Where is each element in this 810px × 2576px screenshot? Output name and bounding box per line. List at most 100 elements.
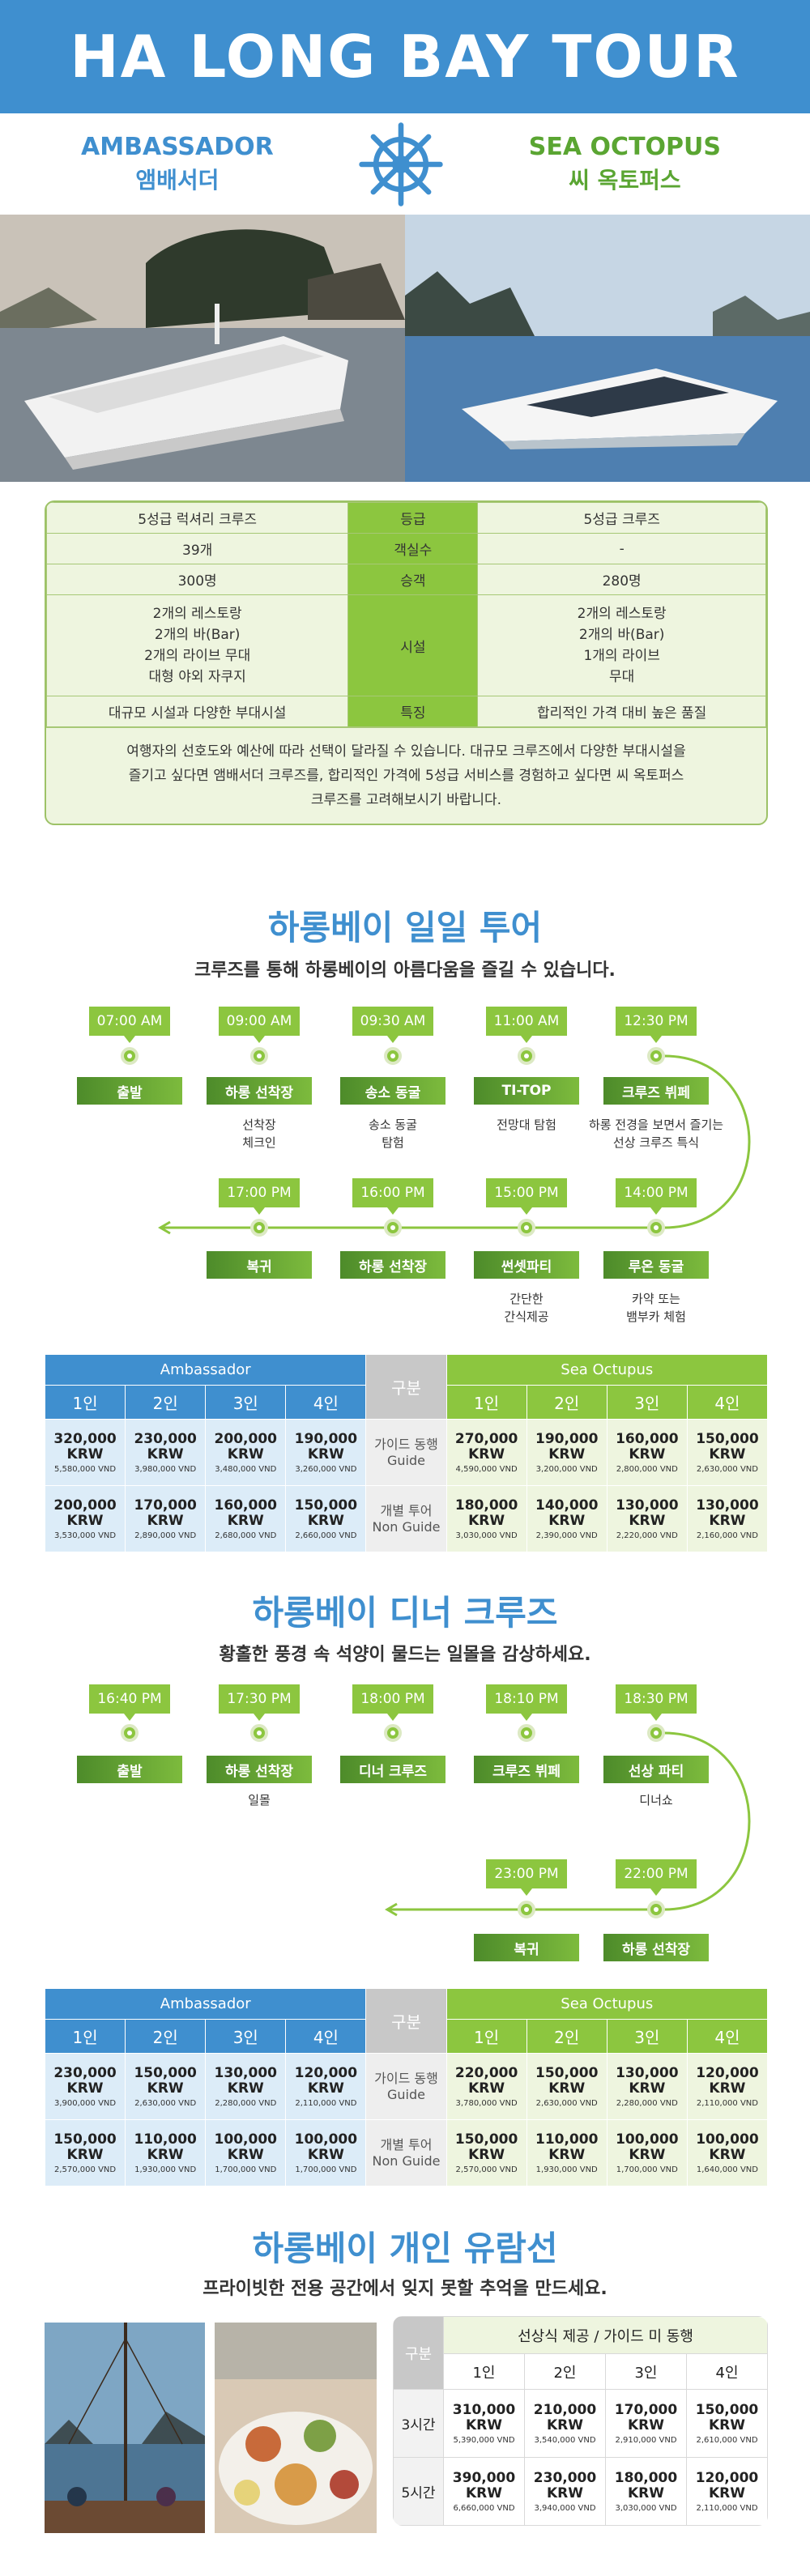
row-type-en: Guide — [387, 2086, 425, 2102]
price-vnd: 3,030,000 VND — [455, 1531, 518, 1540]
timeline-dot — [647, 1219, 665, 1237]
time-tag: 09:00 AM — [219, 1007, 300, 1043]
private-table-header: 선상식 제공 / 가이드 미 동행 — [442, 2316, 769, 2354]
sea-octopus-photo — [405, 215, 810, 482]
currency: KRW — [307, 1512, 344, 1529]
timeline-dot — [518, 1219, 535, 1237]
ambassador-en: AMBASSADOR — [81, 133, 274, 161]
day-tour-subtitle: 크루즈를 통해 하롱베이의 아름다움을 즐길 수 있습니다. — [194, 960, 616, 981]
gubun-header: 구분 — [365, 1354, 447, 1420]
sea-octopus-ko: 씨 옥토퍼스 — [569, 167, 681, 194]
sea-octopus-name: SEA OCTOPUS 씨 옥토퍼스 — [529, 133, 721, 195]
description-line: 뱀부카 체험 — [626, 1309, 686, 1324]
cell: 5성급 크루즈 — [477, 502, 766, 534]
row-type-ko: 개별 투어 — [380, 2136, 433, 2152]
price-vnd: 2,800,000 VND — [616, 1464, 678, 1474]
price-value: 160,000 — [616, 1430, 679, 1447]
price-value: 120,000 — [294, 2064, 358, 2081]
cell-line: 2개의 바(Bar) — [154, 627, 241, 643]
time-tag: 23:00 PM — [486, 1859, 567, 1896]
price-value: 120,000 — [695, 2469, 759, 2486]
cell: - — [477, 533, 766, 564]
stop-label: 송소 동굴 — [340, 1077, 446, 1105]
price-vnd: 3,780,000 VND — [455, 2098, 518, 2108]
ambassador-photo — [0, 215, 405, 482]
stop-label: 루온 동굴 — [603, 1251, 709, 1279]
price-value: 110,000 — [134, 2131, 197, 2148]
row-type-en: Guide — [387, 1452, 425, 1468]
description-line: 하롱 전경을 보면서 즐기는 — [588, 1118, 724, 1132]
currency: KRW — [629, 2080, 666, 2097]
price-vnd: 4,590,000 VND — [455, 1464, 518, 1474]
cell: 5성급 럭셔리 크루즈 — [46, 502, 349, 534]
person-header: 1인 — [446, 2019, 527, 2054]
timeline-dot — [250, 1047, 268, 1065]
comparison-note: 여행자의 선호도와 예산에 따라 선택이 달라질 수 있습니다. 대규모 크루즈… — [46, 727, 766, 824]
time-tag: 18:30 PM — [616, 1684, 697, 1721]
description-line: 체크인 — [242, 1135, 276, 1150]
currency: KRW — [627, 2484, 664, 2501]
private-meal-photo — [215, 2323, 377, 2533]
person-header: 4인 — [285, 2019, 367, 2054]
currency: KRW — [227, 2080, 264, 2097]
person-header: 1인 — [44, 2019, 126, 2054]
stop-label: 하롱 선착장 — [207, 1756, 312, 1783]
title-banner: HA LONG BAY TOUR — [0, 0, 810, 113]
currency: KRW — [147, 1446, 184, 1463]
price-vnd: 5,580,000 VND — [54, 1464, 117, 1474]
person-header: 3인 — [606, 1385, 688, 1420]
currency: KRW — [66, 1512, 104, 1529]
currency: KRW — [629, 1446, 666, 1463]
price-vnd: 2,160,000 VND — [696, 1531, 758, 1540]
price-value: 120,000 — [696, 2064, 759, 2081]
price-value: 150,000 — [535, 2064, 599, 2081]
currency: KRW — [307, 1446, 344, 1463]
currency: KRW — [709, 1512, 746, 1529]
time-tag: 15:00 PM — [486, 1178, 567, 1215]
description-line: 간식제공 — [504, 1309, 549, 1324]
stop-label: 하롱 선착장 — [340, 1251, 446, 1279]
price-value: 170,000 — [134, 1497, 197, 1514]
description-line: 전망대 탐험 — [497, 1118, 556, 1132]
description-line: 탐험 — [382, 1135, 404, 1150]
row-header: 등급 — [347, 502, 479, 534]
note-line: 즐기고 싶다면 앰배서더 크루즈를, 합리적인 가격에 5성급 서비스를 경험하… — [128, 768, 684, 784]
time-tag: 17:30 PM — [219, 1684, 300, 1721]
currency: KRW — [548, 2080, 586, 2097]
price-value: 200,000 — [53, 1497, 117, 1514]
price-vnd: 2,220,000 VND — [616, 1531, 678, 1540]
price-value: 320,000 — [53, 1430, 117, 1447]
row-header: 객실수 — [347, 533, 479, 564]
currency: KRW — [629, 1512, 666, 1529]
price-vnd: 2,570,000 VND — [54, 2165, 117, 2174]
price-vnd: 2,890,000 VND — [134, 1531, 197, 1540]
row-header: 특징 — [347, 696, 479, 727]
